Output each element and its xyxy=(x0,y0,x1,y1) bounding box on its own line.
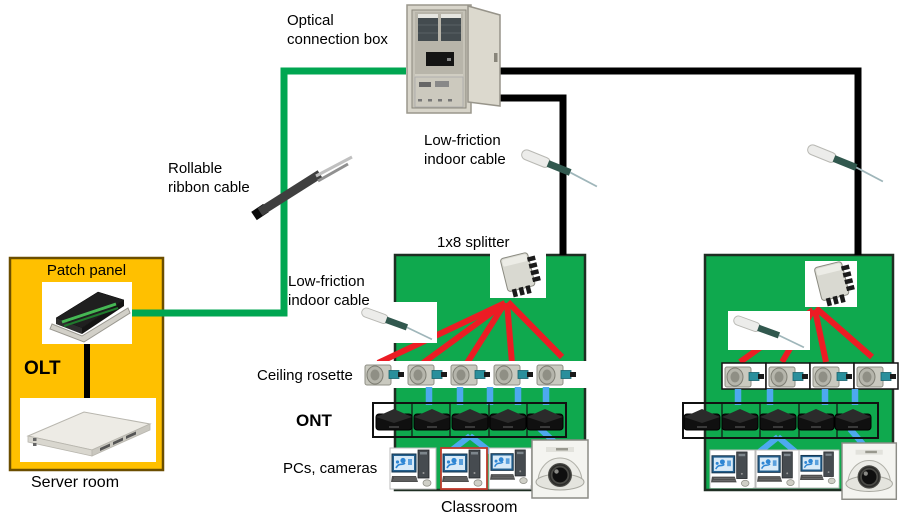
low-friction-indoor-cable-icon xyxy=(728,311,810,350)
low-friction-indoor-cable-label-left: Low-friction indoor cable xyxy=(288,273,370,309)
rollable-ribbon-cable-icon xyxy=(251,155,353,221)
ont-label: ONT xyxy=(296,411,332,430)
dome-camera-icon xyxy=(531,439,589,499)
black-cable-right xyxy=(500,67,862,255)
pc-icons-right xyxy=(709,449,840,489)
patch-panel-label: Patch panel xyxy=(46,262,127,279)
olt-label: OLT xyxy=(24,358,61,379)
rollable-ribbon-cable-label: Rollable ribbon cable xyxy=(168,160,250,196)
black-cable-center xyxy=(500,94,567,255)
low-friction-indoor-cable-icon xyxy=(356,302,437,343)
splitter-1x8-icon xyxy=(490,250,546,299)
splitter-1x8-label: 1x8 splitter xyxy=(437,234,510,251)
optical-connection-cabinet-icon xyxy=(406,4,501,114)
dome-camera-icon xyxy=(841,442,898,500)
patch-panel-icon xyxy=(42,282,132,344)
splitter-drops-center xyxy=(376,299,565,366)
ont-rack-right xyxy=(682,402,879,439)
low-friction-indoor-cable-label-top: Low-friction indoor cable xyxy=(424,132,506,168)
classroom-label: Classroom xyxy=(441,499,518,516)
olt-icon xyxy=(20,398,156,462)
pcs-cameras-label: PCs, cameras xyxy=(283,460,378,477)
splitter-1x8-icon xyxy=(805,259,858,308)
server-room-label: Server room xyxy=(31,474,120,491)
low-friction-indoor-cable-icon xyxy=(805,142,887,185)
optical-connection-box-label: Optical connection box xyxy=(287,12,388,48)
ceiling-rosette-label: Ceiling rosette xyxy=(257,367,353,384)
pc-icons-center xyxy=(389,447,532,490)
